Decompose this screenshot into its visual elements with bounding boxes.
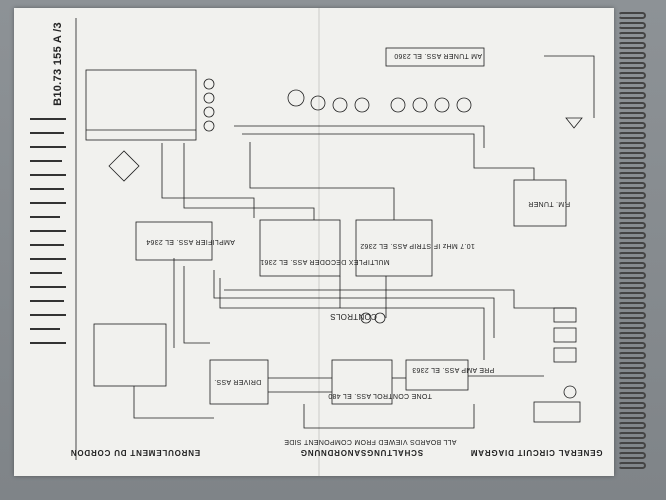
- binding-ring: [618, 62, 646, 69]
- binding-ring: [618, 112, 646, 119]
- enroulement-title: ENROULEMENT DU CORDON: [70, 448, 201, 457]
- binding-ring: [618, 372, 646, 379]
- multiplex-label: MULTIPLEX DECODER ASS. EL 2361: [260, 258, 390, 265]
- driver-box: [209, 359, 269, 405]
- binding-ring: [618, 452, 646, 459]
- fm-tuner-box: [513, 179, 567, 227]
- viewed-caption: ALL BOARDS VIEWED FROM COMPONENT SIDE: [284, 438, 457, 445]
- binding-ring: [618, 72, 646, 79]
- reference-label: B10.73 155 A /3: [51, 22, 64, 106]
- binding-ring: [618, 302, 646, 309]
- binding-ring: [618, 252, 646, 259]
- binding-ring: [618, 232, 646, 239]
- driver-label: DRIVER ASS.: [214, 378, 262, 385]
- diagram-sheet: [14, 8, 614, 476]
- antenna-symbol: [565, 117, 583, 129]
- binding-ring: [618, 162, 646, 169]
- binding-ring: [618, 422, 646, 429]
- general-title: GENERAL CIRCUIT DIAGRAM: [470, 448, 603, 457]
- binding-ring: [618, 22, 646, 29]
- binding-ring: [618, 92, 646, 99]
- binding-ring: [618, 122, 646, 129]
- binding-ring: [618, 432, 646, 439]
- binding-ring: [618, 402, 646, 409]
- amplifier-label: AMPLIFIER ASS. EL 2364: [146, 238, 235, 245]
- binding-ring: [618, 442, 646, 449]
- tone-control-box: [331, 359, 393, 405]
- binding-ring: [618, 342, 646, 349]
- schaltung-title: SCHALTUNGSANORDNUNG: [300, 448, 424, 457]
- fm-tuner-label: F.M. TUNER: [528, 200, 571, 207]
- control-pot: [360, 312, 372, 324]
- binding-ring: [618, 142, 646, 149]
- binding-ring: [618, 462, 646, 469]
- antenna-lead: [544, 55, 595, 118]
- pre-amp-label: PRE AMP ASS. EL 2363: [412, 366, 495, 373]
- binding-ring: [618, 192, 646, 199]
- binding-ring: [618, 332, 646, 339]
- valve-row: [287, 89, 472, 113]
- binding-ring: [618, 132, 646, 139]
- pre-amp-box: [405, 359, 469, 391]
- controls-label: CONTROLS: [330, 312, 377, 321]
- binding-ring: [618, 212, 646, 219]
- page-fold: [318, 8, 320, 476]
- tone-control-label: TONE CONTROL ASS. EL 480: [328, 392, 432, 399]
- binding-ring: [618, 152, 646, 159]
- am-tuner-box: [385, 47, 485, 67]
- binding-ring: [618, 382, 646, 389]
- left-top-block: [85, 69, 197, 141]
- am-tuner-label: AM TUNER ASS. EL 2360: [394, 52, 483, 59]
- binding-ring: [618, 292, 646, 299]
- binding-ring: [618, 102, 646, 109]
- binding-ring: [618, 182, 646, 189]
- binding-ring: [618, 352, 646, 359]
- knob-column: [203, 78, 215, 132]
- binding-ring: [618, 242, 646, 249]
- diode-bridge: [108, 150, 140, 182]
- binding-ring: [618, 362, 646, 369]
- circuit-diagram: [30, 18, 595, 460]
- binding-ring: [618, 282, 646, 289]
- if-strip-label: 10.7 MHz IF STRIP ASS. EL 2362: [360, 242, 475, 249]
- binding-ring: [618, 412, 646, 419]
- binding-ring: [618, 202, 646, 209]
- binding-ring: [618, 262, 646, 269]
- binding-ring: [618, 272, 646, 279]
- multiplex-box: [259, 219, 341, 277]
- binding-ring: [618, 42, 646, 49]
- binding-ring: [618, 32, 646, 39]
- binding-ring: [618, 172, 646, 179]
- binding-ring: [618, 82, 646, 89]
- binding-ring: [618, 312, 646, 319]
- power-section: [93, 323, 167, 387]
- output-jacks: [533, 307, 581, 423]
- binding-ring: [618, 322, 646, 329]
- binding-ring: [618, 222, 646, 229]
- binding-ring: [618, 392, 646, 399]
- binding-ring: [618, 52, 646, 59]
- spiral-binding: [618, 8, 648, 478]
- binding-ring: [618, 12, 646, 19]
